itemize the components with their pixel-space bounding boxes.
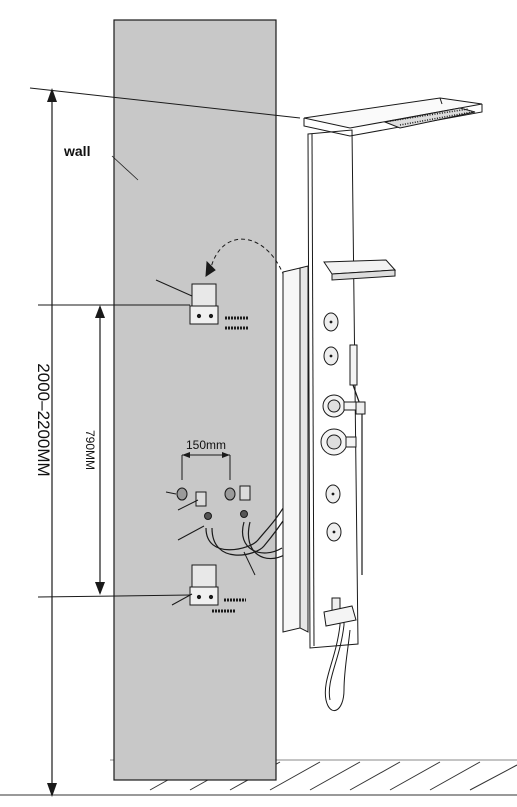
bracket-spacing-label: 790MM: [83, 430, 97, 470]
shelf: [323, 259, 397, 281]
bracket-spacing-dimension: 790MM: [83, 305, 105, 595]
lower-bracket: [171, 564, 246, 613]
flexible-hoses: [205, 504, 290, 560]
hand-shower: [324, 344, 366, 712]
shower-panel: [282, 129, 359, 649]
water-outlets: [165, 485, 256, 576]
control-knobs: [320, 394, 359, 456]
screw-icon: [225, 316, 248, 330]
swing-arrow: [205, 238, 291, 301]
rain-head: [303, 97, 483, 137]
tub-spout: [323, 597, 357, 627]
body-jets: [323, 312, 342, 542]
guide-lines: [29, 87, 301, 598]
outlet-spacing-dimension: 150mm: [181, 438, 231, 480]
wall-label: wall: [63, 143, 90, 159]
screw-icon: [212, 598, 246, 613]
total-height-label: 2000–2200MM: [34, 363, 53, 476]
outlet-spacing-label: 150mm: [186, 438, 226, 452]
upper-bracket: [155, 279, 248, 330]
wall: wall: [63, 19, 277, 781]
total-height-dimension: 2000–2200MM: [34, 88, 57, 797]
